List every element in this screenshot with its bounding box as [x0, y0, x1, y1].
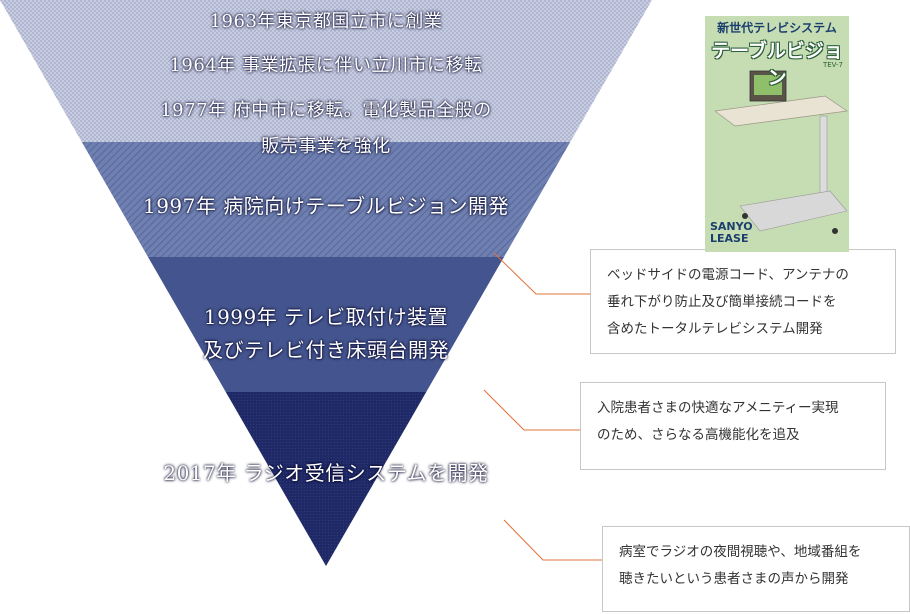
poster-brand-bottom: LEASE: [710, 232, 749, 245]
timeline-1977-line2: 販売事業を強化: [261, 136, 391, 157]
note-2-line-1: 入院患者さまの快適なアメニティー実現: [597, 400, 839, 416]
timeline-1997: 1997年 病院向けテーブルビジョン開発: [142, 194, 510, 218]
poster-illustration: [705, 16, 849, 252]
timeline-1977-line1: 1977年 府中市に移転。電化製品全般の: [160, 100, 492, 121]
note-box-2: 入院患者さまの快適なアメニティー実現 のため、さらなる高機能化を追及: [580, 382, 886, 470]
note-1-line-2: 垂れ下がり防止及び簡単接続コードを: [607, 294, 837, 310]
tier-1: [0, 0, 652, 142]
note-1-line-1: ベッドサイドの電源コード、アンテナの: [607, 267, 849, 283]
timeline-1999-line2: 及びテレビ付き床頭台開発: [203, 338, 449, 362]
note-3-line-2: 聴きたいという患者さまの声から開発: [619, 571, 849, 587]
note-2-line-2: のため、さらなる高機能化を追及: [597, 427, 800, 443]
poster-title: テーブルビジョン: [711, 40, 843, 89]
table-vision-poster: 新世代テレビシステム テーブルビジョン TEV-7 SANYO LEASE: [705, 16, 849, 252]
poster-brand-top: SANYO: [710, 220, 753, 233]
note-3-line-1: 病室でラジオの夜間視聴や、地域番組を: [619, 544, 862, 560]
timeline-1964: 1964年 事業拡張に伴い立川市に移転: [169, 55, 483, 76]
note-box-3: 病室でラジオの夜間視聴や、地域番組を 聴きたいという患者さまの声から開発: [602, 526, 910, 612]
poster-brand-logo: SANYO LEASE: [710, 221, 753, 245]
poster-header: 新世代テレビシステム: [717, 21, 837, 35]
timeline-2017: 2017年 ラジオ受信システムを開発: [163, 461, 489, 485]
poster-model: TEV-7: [822, 61, 843, 69]
timeline-1963: 1963年東京都国立市に創業: [209, 11, 443, 32]
timeline-1999-line1: 1999年 テレビ取付け装置: [203, 305, 449, 329]
note-1-line-3: 含めたトータルテレビシステム開発: [607, 321, 823, 337]
note-box-1: ベッドサイドの電源コード、アンテナの 垂れ下がり防止及び簡単接続コードを 含めた…: [590, 249, 896, 354]
